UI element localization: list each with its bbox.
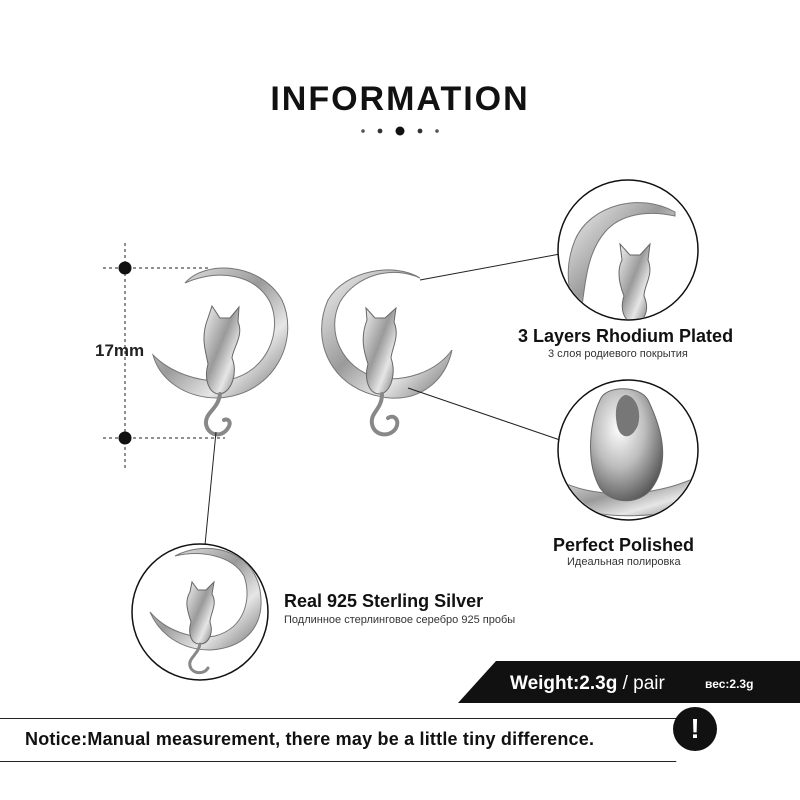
- weight-band: [458, 661, 800, 703]
- info-dots-icon: [361, 126, 439, 136]
- left-earring: [152, 267, 289, 437]
- weight-unit: / pair: [617, 673, 665, 694]
- detail-circle-rhodium: [557, 179, 699, 321]
- feature-title-silver: Real 925 Sterling Silver: [284, 591, 484, 611]
- measurement-guide: [103, 243, 225, 468]
- height-measurement-label: 17mm: [95, 341, 145, 360]
- weight-label: Weight:2.3g / pair: [510, 673, 665, 695]
- weight-value: Weight:2.3g: [510, 673, 618, 694]
- right-earring: [321, 269, 453, 437]
- feature-subtitle-polished: Идеальная полировка: [567, 556, 681, 568]
- notice-box: [0, 718, 700, 762]
- detail-circle-silver: [131, 543, 269, 681]
- leader-line-polished: [407, 387, 561, 441]
- feature-title-rhodium: 3 Layers Rhodium Plated: [518, 326, 734, 346]
- page-title: INFORMATION: [270, 80, 530, 118]
- leader-line-rhodium: [419, 253, 561, 281]
- feature-title-polished: Perfect Polished: [553, 535, 695, 555]
- exclamation-icon: !: [673, 707, 717, 751]
- feature-subtitle-rhodium: 3 слоя родиевого покрытия: [548, 348, 688, 360]
- weight-label-ru: вес:2.3g: [705, 677, 754, 691]
- feature-subtitle-silver: Подлинное стерлинговое серебро 925 пробы: [284, 614, 516, 626]
- notice-text: Notice:Manual measurement, there may be …: [25, 729, 595, 749]
- leader-line-silver: [204, 431, 217, 546]
- detail-circle-polished: [557, 379, 699, 521]
